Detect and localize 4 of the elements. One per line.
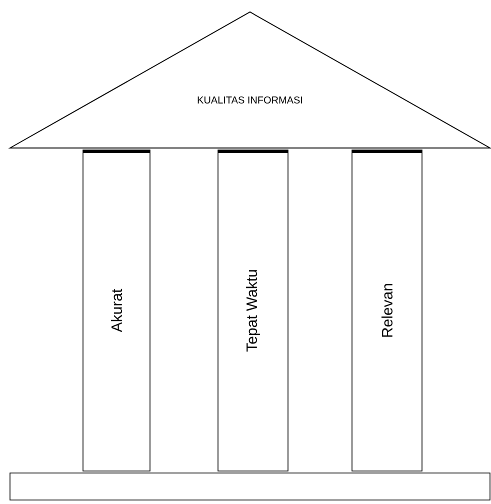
pillar: Tepat Waktu — [218, 150, 288, 472]
pillar: Akurat — [82, 150, 150, 472]
base-platform — [10, 472, 490, 500]
pillar: Relevan — [352, 150, 422, 472]
